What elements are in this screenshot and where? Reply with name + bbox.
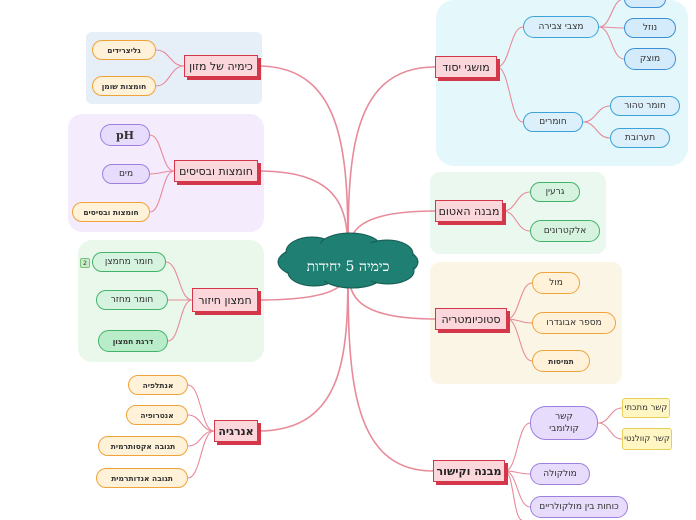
node-solid[interactable]: מוצק [624, 48, 676, 70]
link-coulomb-child-0 [597, 407, 623, 424]
node-water[interactable]: מים [102, 164, 150, 184]
node-exothermic[interactable]: תגובה אקסותרמית [98, 436, 188, 456]
node-mole[interactable]: מול [532, 272, 580, 294]
link-stoich-child-1 [506, 318, 533, 324]
link-basic-concepts [347, 66, 436, 263]
node-acids-bases-sub[interactable]: חומצות ובסיסים [72, 202, 150, 222]
link-acid-child-2 [149, 170, 175, 213]
node-oxidizer[interactable]: חומר מחמצן [92, 252, 166, 272]
node-ph[interactable]: pH [100, 124, 150, 146]
node-electrons[interactable]: אלקטרונים [530, 220, 600, 242]
node-mixture[interactable]: תערובת [610, 128, 670, 148]
branch-energy[interactable]: אנרגיה [214, 420, 258, 442]
link-coulomb-child-1 [597, 422, 623, 440]
branch-basic-concepts[interactable]: מושגי יסוד [435, 56, 497, 78]
node-states-of-matter[interactable]: מצבי צבירה [523, 16, 599, 38]
link-redox-child-2 [167, 299, 193, 342]
link-energy-child-3 [187, 430, 215, 479]
node-metallic-bond[interactable]: קשר מתכתי [622, 398, 670, 418]
link-atom-child-1 [502, 210, 531, 232]
center-cloud-shape [277, 232, 419, 289]
node-endothermic[interactable]: תגובה אנדותרמית [96, 468, 188, 488]
node-coulomb-bond[interactable]: קשר קולומבי [530, 406, 598, 440]
node-fatty-acids[interactable]: חומצות שומן [92, 76, 156, 96]
branch-bonding[interactable]: מבנה וקישור [433, 460, 505, 482]
node-reducer[interactable]: חומר מחזר [96, 290, 168, 310]
branch-redox[interactable]: חמצון חיזור [192, 288, 258, 312]
link-basic-child-0 [496, 26, 524, 68]
link-energy-child-0 [187, 384, 215, 432]
link-bond-child-3 [504, 470, 523, 520]
note-badge[interactable]: 2 [80, 258, 90, 268]
link-states-child-2 [598, 26, 625, 60]
node-solutions[interactable]: תמיסות [532, 350, 590, 372]
link-states-child-0 [598, 0, 623, 28]
link-energy-child-1 [187, 414, 215, 432]
link-redox-child-0 [165, 261, 193, 301]
node-entropy[interactable]: אנטרופיה [126, 405, 188, 425]
branch-food-chem[interactable]: כימיה של מזון [184, 55, 258, 77]
node-avogadro[interactable]: מספר אבוגדרו [532, 312, 616, 334]
branch-stoichiometry[interactable]: סטוכיומטריה [435, 308, 507, 330]
link-bonding [347, 261, 434, 472]
link-acid-child-0 [149, 134, 175, 172]
node-intermolecular-forces[interactable]: כוחות בין מולקולריים [530, 496, 628, 518]
branch-acids-bases[interactable]: חומצות ובסיסים [174, 160, 258, 182]
link-bond-child-0 [504, 422, 531, 472]
link-food-child-0 [155, 49, 185, 67]
coulomb-label: קשר קולומבי [549, 412, 579, 434]
link-stoich-child-2 [506, 318, 533, 362]
link-stoich-child-0 [506, 282, 533, 320]
node-pure-substance[interactable]: חומר טהור [610, 96, 680, 116]
node-glycerides[interactable]: גליצרידים [92, 40, 156, 60]
link-food-child-1 [155, 65, 185, 87]
node-molecule[interactable]: מולקולה [530, 463, 590, 485]
link-materials-child-0 [582, 105, 611, 123]
node-covalent-bond[interactable]: קשר קוולנטי [622, 428, 672, 450]
node-liquid[interactable]: נוזל [624, 18, 676, 38]
node-state-top[interactable] [624, 0, 666, 8]
center-topic[interactable]: כימיה 5 יחידות [306, 258, 390, 275]
link-acid-child-1 [149, 170, 175, 175]
node-nucleus[interactable]: גרעין [530, 182, 580, 202]
link-bond-child-2 [504, 470, 531, 508]
link-atom-child-0 [502, 191, 531, 212]
node-enthalpy[interactable]: אנתלפיה [128, 375, 188, 395]
link-basic-child-1 [496, 66, 524, 123]
node-materials[interactable]: חומרים [523, 112, 583, 132]
link-materials-child-1 [582, 121, 611, 139]
node-oxidation-state[interactable]: דרגת חמצון [98, 330, 168, 352]
branch-atom-structure[interactable]: מבנה האטום [435, 200, 503, 222]
